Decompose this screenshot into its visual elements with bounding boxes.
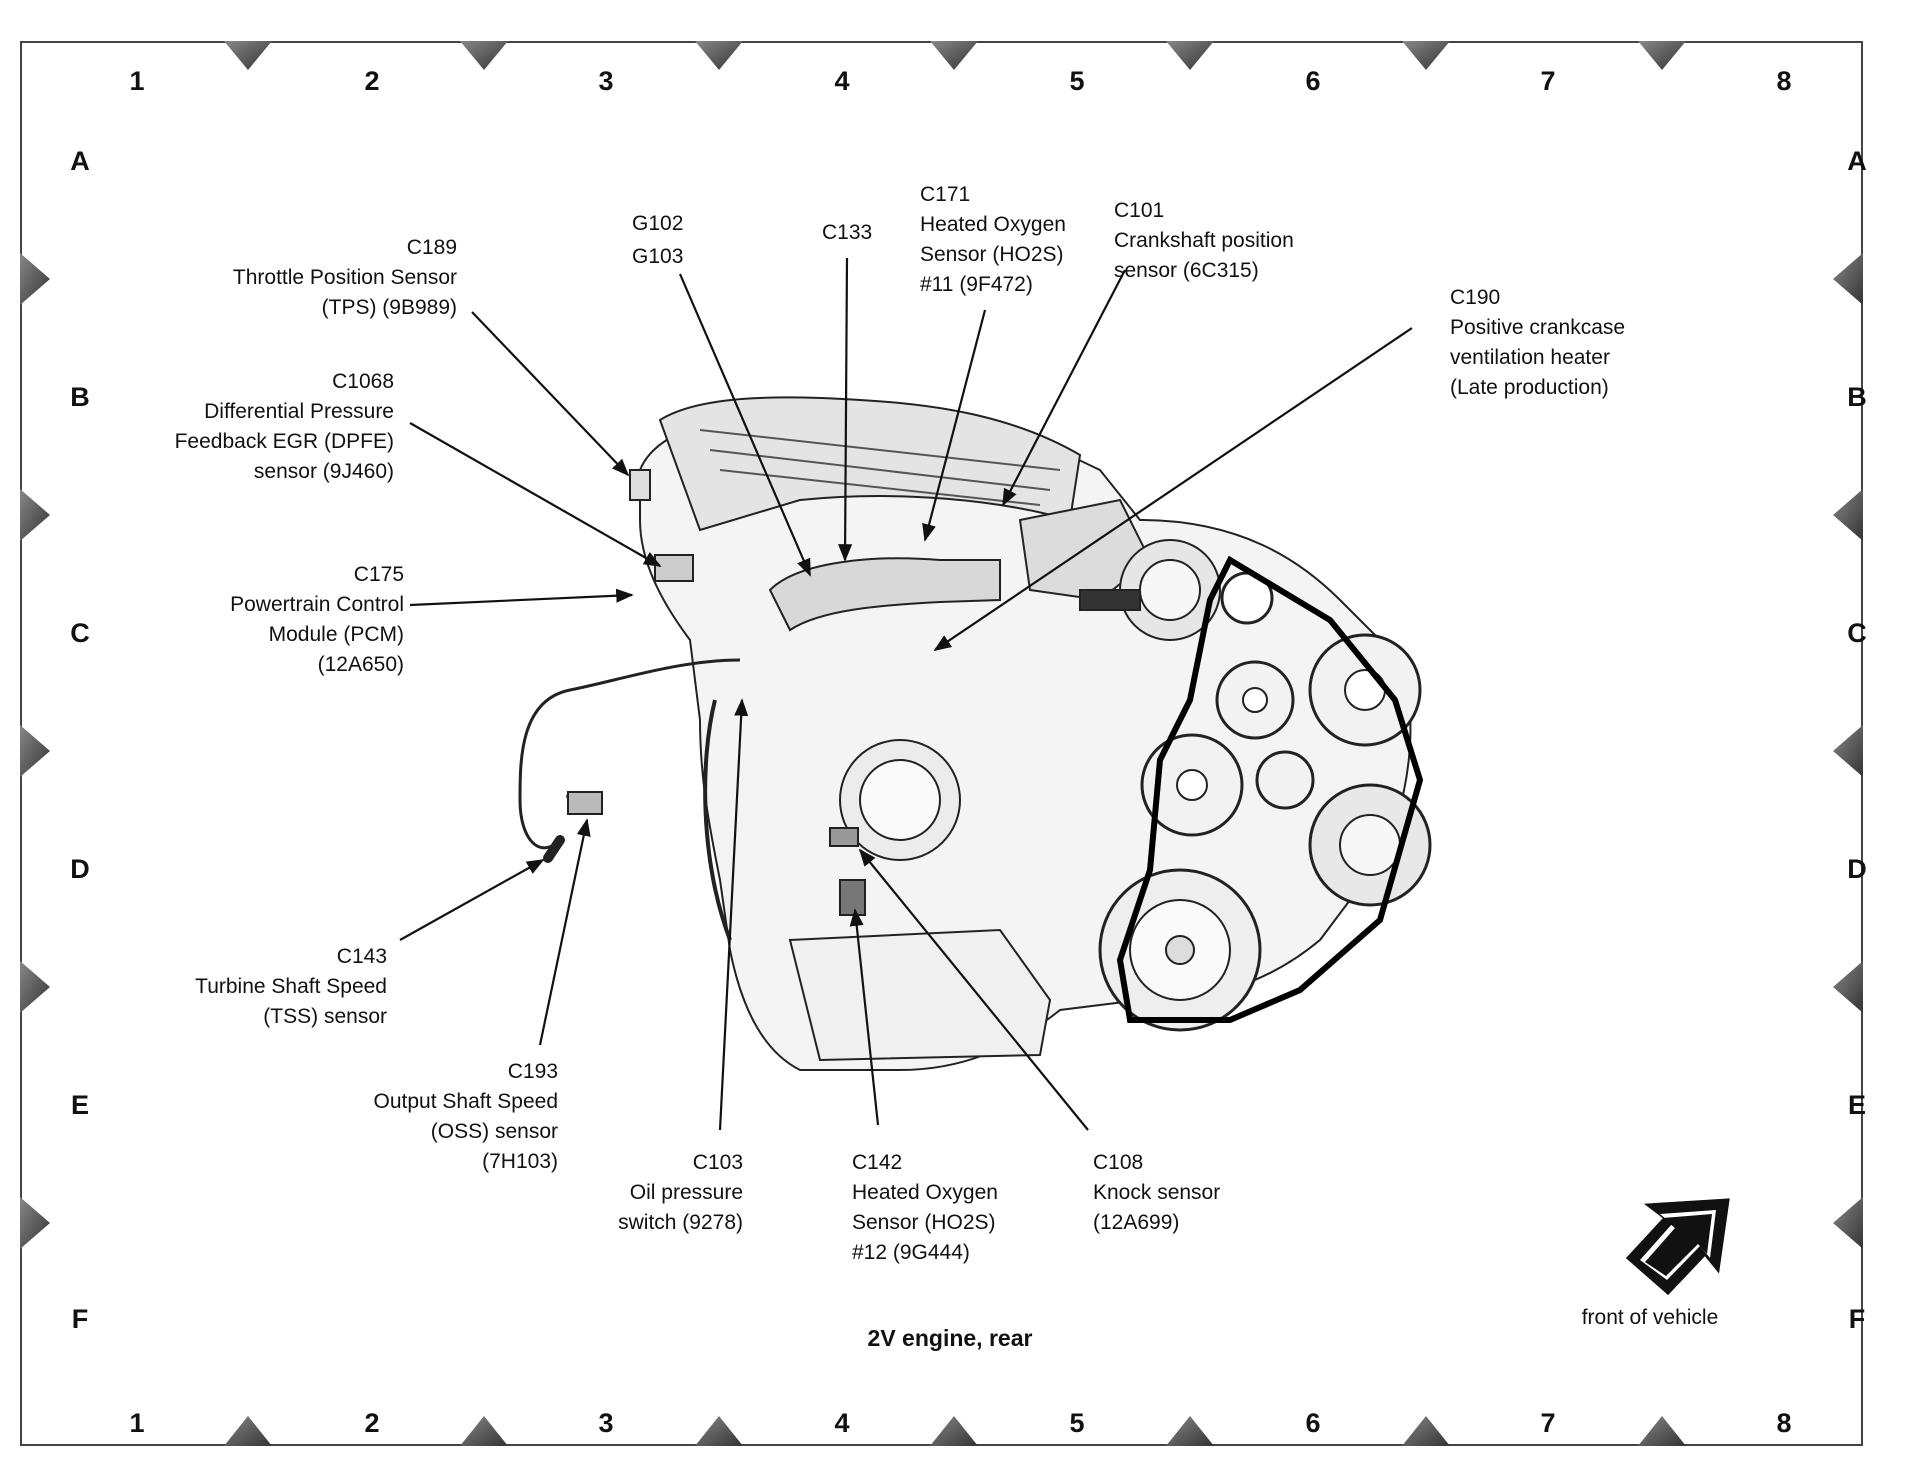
callout-c142-line1: Heated Oxygen [852, 1181, 998, 1204]
callout-c142-id: C142 [852, 1151, 903, 1174]
callout-c1068-line1: Differential Pressure [204, 400, 394, 423]
callout-c189-line2: (TPS) (9B989) [321, 296, 457, 319]
grid-col-7-top: 7 [1540, 66, 1556, 96]
callout-c143: C143 Turbine Shaft Speed (TSS) sensor [195, 942, 387, 1032]
callout-c103-line2: switch (9278) [618, 1211, 743, 1234]
callout-c175: C175 Powertrain Control Module (PCM) (12… [230, 560, 404, 680]
grid-col-6-top: 6 [1305, 66, 1321, 96]
callout-c133: C133 [822, 218, 872, 248]
grid-col-5-top: 5 [1069, 66, 1085, 96]
callout-c175-line1: Powertrain Control [230, 593, 404, 616]
grid-col-3-top: 3 [598, 66, 614, 96]
callout-c175-id: C175 [353, 563, 404, 586]
callout-g103-id: G103 [632, 245, 684, 268]
callout-c108: C108 Knock sensor (12A699) [1093, 1148, 1220, 1238]
callout-c193-id: C193 [507, 1060, 558, 1083]
grid-col-2-top: 2 [364, 66, 380, 96]
grid-col-5-bottom: 5 [1069, 1408, 1085, 1438]
callout-c171-line2: Sensor (HO2S) [920, 243, 1064, 266]
callout-c193: C193 Output Shaft Speed (OSS) sensor (7H… [374, 1057, 558, 1177]
callout-c190: C190 Positive crankcase ventilation heat… [1450, 283, 1625, 403]
callout-c189-id: C189 [406, 236, 457, 259]
callout-c1068: C1068 Differential Pressure Feedback EGR… [175, 367, 394, 487]
grid-row-c-left: C [70, 618, 90, 648]
callout-c1068-line2: Feedback EGR (DPFE) [174, 430, 394, 453]
grid-row-d-left: D [70, 854, 90, 884]
callout-c171: C171 Heated Oxygen Sensor (HO2S) #11 (9F… [920, 180, 1066, 300]
callout-c101-id: C101 [1114, 199, 1165, 222]
callout-c189: C189 Throttle Position Sensor (TPS) (9B9… [233, 233, 457, 323]
callout-c103-id: C103 [692, 1151, 743, 1174]
front-arrow-icon [1625, 1198, 1730, 1296]
callout-c108-line2: (12A699) [1093, 1211, 1180, 1234]
grid-row-f-left: F [71, 1304, 89, 1334]
grid-row-f-right: F [1848, 1304, 1866, 1334]
grid-col-7-bottom: 7 [1540, 1408, 1556, 1438]
grid-row-b-right: B [1847, 382, 1867, 412]
callout-c108-line1: Knock sensor [1093, 1181, 1221, 1204]
callout-c142: C142 Heated Oxygen Sensor (HO2S) #12 (9G… [852, 1148, 998, 1268]
callout-c143-line1: Turbine Shaft Speed [195, 975, 387, 998]
callout-c171-line1: Heated Oxygen [920, 213, 1066, 236]
grid-col-1-bottom: 1 [129, 1408, 145, 1438]
callout-c142-line2: Sensor (HO2S) [852, 1211, 996, 1234]
grid-col-3-bottom: 3 [598, 1408, 614, 1438]
diagram-caption: 2V engine, rear [867, 1325, 1033, 1351]
grid-col-4-bottom: 4 [834, 1408, 850, 1438]
callout-g102-g103: G102 G103 [632, 207, 683, 273]
callout-c175-line3: (12A650) [317, 653, 404, 676]
callout-c101: C101 Crankshaft position sensor (6C315) [1114, 196, 1294, 286]
callout-c108-id: C108 [1093, 1151, 1144, 1174]
grid-row-e-left: E [70, 1090, 89, 1120]
callout-c101-line1: Crankshaft position [1114, 229, 1294, 252]
leader-lines [399, 257, 1413, 1131]
callout-c133-id: C133 [822, 221, 873, 244]
callout-c190-id: C190 [1450, 286, 1501, 309]
grid-row-d-right: D [1847, 854, 1867, 884]
grid-col-6-bottom: 6 [1305, 1408, 1321, 1438]
callout-c143-line2: (TSS) sensor [263, 1005, 387, 1028]
grid-col-8-top: 8 [1776, 66, 1792, 96]
front-of-vehicle-label: front of vehicle [1581, 1306, 1719, 1329]
grid-col-1-top: 1 [129, 66, 145, 96]
callout-c190-line1: Positive crankcase [1450, 316, 1626, 339]
callout-c103: C103 Oil pressure switch (9278) [618, 1148, 743, 1238]
border-markers [20, 41, 1863, 1446]
grid-row-e-right: E [1847, 1090, 1866, 1120]
callout-c193-line1: Output Shaft Speed [373, 1090, 558, 1113]
callout-g102-id: G102 [632, 212, 684, 235]
grid-col-8-bottom: 8 [1776, 1408, 1792, 1438]
callout-c190-line3: (Late production) [1450, 376, 1609, 399]
callout-c1068-line3: sensor (9J460) [253, 460, 394, 483]
grid-row-b-left: B [70, 382, 90, 412]
callout-c171-id: C171 [920, 183, 971, 206]
callout-c193-line3: (7H103) [482, 1150, 558, 1173]
callout-c1068-id: C1068 [332, 370, 394, 393]
callout-c143-id: C143 [336, 945, 387, 968]
callout-c101-line2: sensor (6C315) [1114, 259, 1259, 282]
grid-col-2-bottom: 2 [364, 1408, 380, 1438]
callout-c190-line2: ventilation heater [1450, 346, 1610, 369]
callout-c103-line1: Oil pressure [629, 1181, 743, 1204]
callout-c175-line2: Module (PCM) [268, 623, 404, 646]
grid-row-a-right: A [1847, 146, 1867, 176]
engine-illustration [518, 396, 1432, 1071]
callout-c142-line3: #12 (9G444) [852, 1241, 970, 1264]
callout-c193-line2: (OSS) sensor [430, 1120, 558, 1143]
callout-c189-line1: Throttle Position Sensor [232, 266, 457, 289]
grid-col-4-top: 4 [834, 66, 850, 96]
grid-row-c-right: C [1847, 618, 1867, 648]
grid-row-a-left: A [70, 146, 90, 176]
callout-c171-line3: #11 (9F472) [920, 273, 1033, 296]
